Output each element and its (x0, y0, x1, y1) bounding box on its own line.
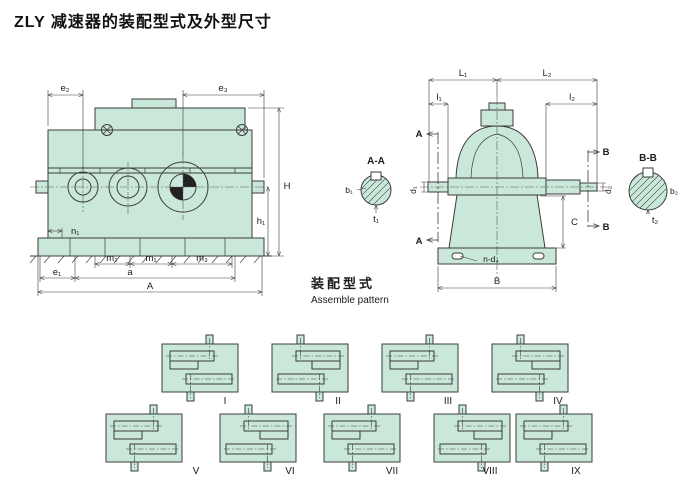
dim-label-nd4: n-d₄ (483, 254, 499, 264)
dim-label-L1: L₁ (459, 68, 468, 79)
pattern-label-8: VIII (482, 466, 497, 477)
section-title-bb: B-B (639, 153, 657, 164)
cut-label-B-bottom: B (603, 222, 610, 233)
pattern-label-4: IV (553, 396, 563, 407)
dim-label-t1: t₁ (373, 214, 379, 225)
cut-label-A-top: A (416, 129, 423, 140)
dim-label-h1: h₁ (257, 216, 266, 227)
dim-label-d1: d₁ (408, 186, 418, 194)
pattern-label-3: III (444, 396, 452, 407)
side-view-labels: e₂ e₃ H h₁ n₁ m₂ m₁ m₃ e₁ a A (53, 83, 291, 292)
pattern-label-9: IX (571, 466, 581, 477)
pattern-box-1 (161, 334, 239, 402)
center-mark-icon (183, 174, 196, 187)
section-a-a (356, 171, 392, 213)
dim-label-a: a (127, 267, 133, 278)
dim-label-e1: e₁ (53, 267, 62, 278)
section-a-a-labels: A-A b₁ t₁ (345, 156, 385, 225)
assemble-pattern-heading: 装配型式 Assemble pattern (310, 276, 389, 306)
dim-label-A: A (147, 281, 154, 292)
dim-label-L2: L₂ (543, 68, 552, 79)
cut-label-B-top: B (603, 147, 610, 158)
section-b-b (628, 167, 668, 215)
front-view-labels: L₁ L₂ l₁ l₂ A A B B d₁ d₂ C n-d₄ B (408, 68, 613, 287)
dim-label-t2: t₂ (652, 215, 659, 226)
dim-label-H: H (284, 181, 291, 192)
pattern-numerals: I II III IV V VI VII VIII IX (193, 396, 581, 477)
pattern-label-5: V (193, 466, 200, 477)
dim-label-l1: l₁ (436, 92, 441, 103)
plug-cross-icon (101, 124, 248, 136)
side-view-dimensions (38, 90, 284, 296)
dim-label-B: B (494, 276, 500, 287)
pattern-label-2: II (335, 396, 341, 407)
pattern-box-2 (271, 334, 349, 402)
pattern-label-1: I (224, 396, 227, 407)
pattern-box-6 (219, 404, 297, 472)
page-title: ZLY 减速器的装配型式及外型尺寸 (14, 14, 272, 31)
pattern-box-9 (515, 404, 593, 472)
pattern-box-7 (323, 404, 401, 472)
dim-label-n1: n₁ (71, 226, 80, 237)
cut-label-A-bottom: A (416, 236, 423, 247)
dim-label-m1: m₁ (145, 253, 156, 264)
dim-label-e3: e₃ (218, 83, 227, 94)
dim-label-C: C (571, 217, 578, 228)
pattern-label-7: VII (386, 466, 398, 477)
dim-label-e2: e₂ (61, 83, 70, 94)
side-view (29, 98, 272, 264)
front-view (420, 96, 612, 278)
dim-label-d2: d₂ (603, 186, 613, 194)
pattern-label-6: VI (285, 466, 294, 477)
assembly-pattern-grid: I II III IV V VI VII VIII IX (105, 334, 593, 477)
dim-label-b1: b₁ (345, 185, 353, 195)
pattern-box-5 (105, 404, 183, 472)
assemble-pattern-zh: 装配型式 (310, 276, 375, 291)
pattern-box-8 (433, 404, 511, 472)
section-title-aa: A-A (367, 156, 385, 167)
dim-label-l2: l₂ (569, 92, 575, 103)
dim-label-m3: m₃ (196, 253, 208, 264)
pattern-box-4 (491, 334, 569, 402)
front-view-dimensions (421, 80, 606, 292)
dim-label-b2: b₂ (670, 186, 678, 196)
section-b-b-labels: B-B b₂ t₂ (639, 153, 678, 226)
pattern-box-3 (381, 334, 459, 402)
dim-label-m2: m₂ (106, 253, 118, 264)
assemble-pattern-en: Assemble pattern (311, 295, 389, 306)
